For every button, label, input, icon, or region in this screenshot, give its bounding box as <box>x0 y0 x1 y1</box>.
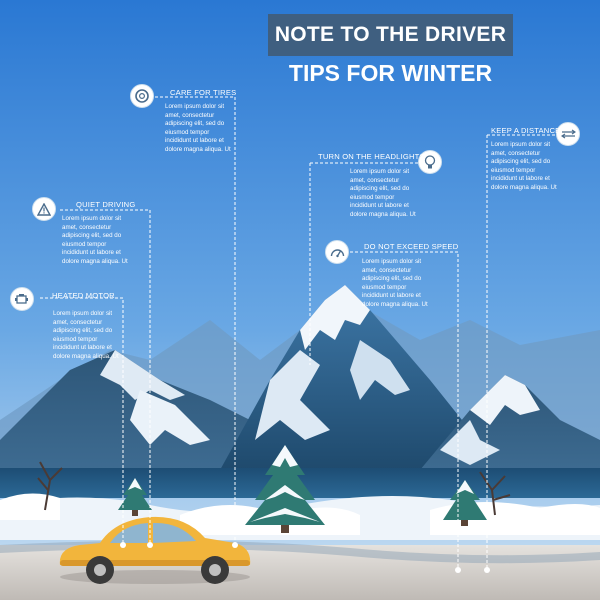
tip-care-for-tires-text: Lorem ipsum dolor sit amet, consectetur … <box>165 103 231 153</box>
engine-icon <box>10 287 34 311</box>
leader-care-for-tires <box>150 96 236 545</box>
tip-keep-distance-heading: KEEP A DISTANCE <box>491 126 561 135</box>
tip-speed-heading: DO NOT EXCEED SPEED <box>364 242 459 251</box>
tip-headlights-heading: TURN ON THE HEADLIGHTS <box>318 152 425 161</box>
right-mountain-snow-2 <box>440 420 500 465</box>
bare-tree-right <box>479 471 511 516</box>
tip-headlights-text: Lorem ipsum dolor sit amet, consectetur … <box>350 168 416 218</box>
pine-tree-left <box>118 478 152 516</box>
tip-heated-motor-heading: HEATED MOTOR <box>52 291 115 300</box>
warning-triangle-icon <box>32 197 56 221</box>
distance-arrows-icon <box>556 122 580 146</box>
page-subtitle: TIPS FOR WINTER <box>288 60 493 86</box>
pine-tree-right <box>443 480 487 526</box>
tip-quiet-driving-text: Lorem ipsum dolor sit amet, consectetur … <box>62 215 128 265</box>
pine-tree-center <box>245 445 325 533</box>
yellow-car <box>59 516 251 584</box>
page-title: NOTE TO THE DRIVER <box>274 23 507 46</box>
center-mountain-snow <box>300 285 370 350</box>
left-mountain <box>0 350 260 480</box>
tip-keep-distance-text: Lorem ipsum dolor sit amet, consectetur … <box>491 141 557 191</box>
speedometer-icon <box>325 240 349 264</box>
left-mountain-snow <box>100 350 185 400</box>
tip-heated-motor-text: Lorem ipsum dolor sit amet, consectetur … <box>53 310 119 360</box>
leader-heated-motor <box>40 297 124 545</box>
center-mountain-snow-3 <box>350 340 410 400</box>
leader-speed <box>345 251 459 570</box>
tip-speed-text: Lorem ipsum dolor sit amet, consectetur … <box>362 258 428 308</box>
tire-icon <box>130 84 154 108</box>
title-banner: NOTE TO THE DRIVER <box>268 14 513 56</box>
light-bulb-icon <box>418 150 442 174</box>
center-mountain-snow-2 <box>255 350 330 440</box>
leader-quiet-driving <box>60 209 151 545</box>
bare-tree-left <box>37 461 63 511</box>
leader-dots <box>120 542 490 573</box>
tip-quiet-driving-heading: QUIET DRIVING <box>76 200 136 209</box>
tip-care-for-tires-heading: CARE FOR TIRES <box>170 88 237 97</box>
snow-bank-left <box>0 493 60 520</box>
leader-lines <box>40 96 560 570</box>
